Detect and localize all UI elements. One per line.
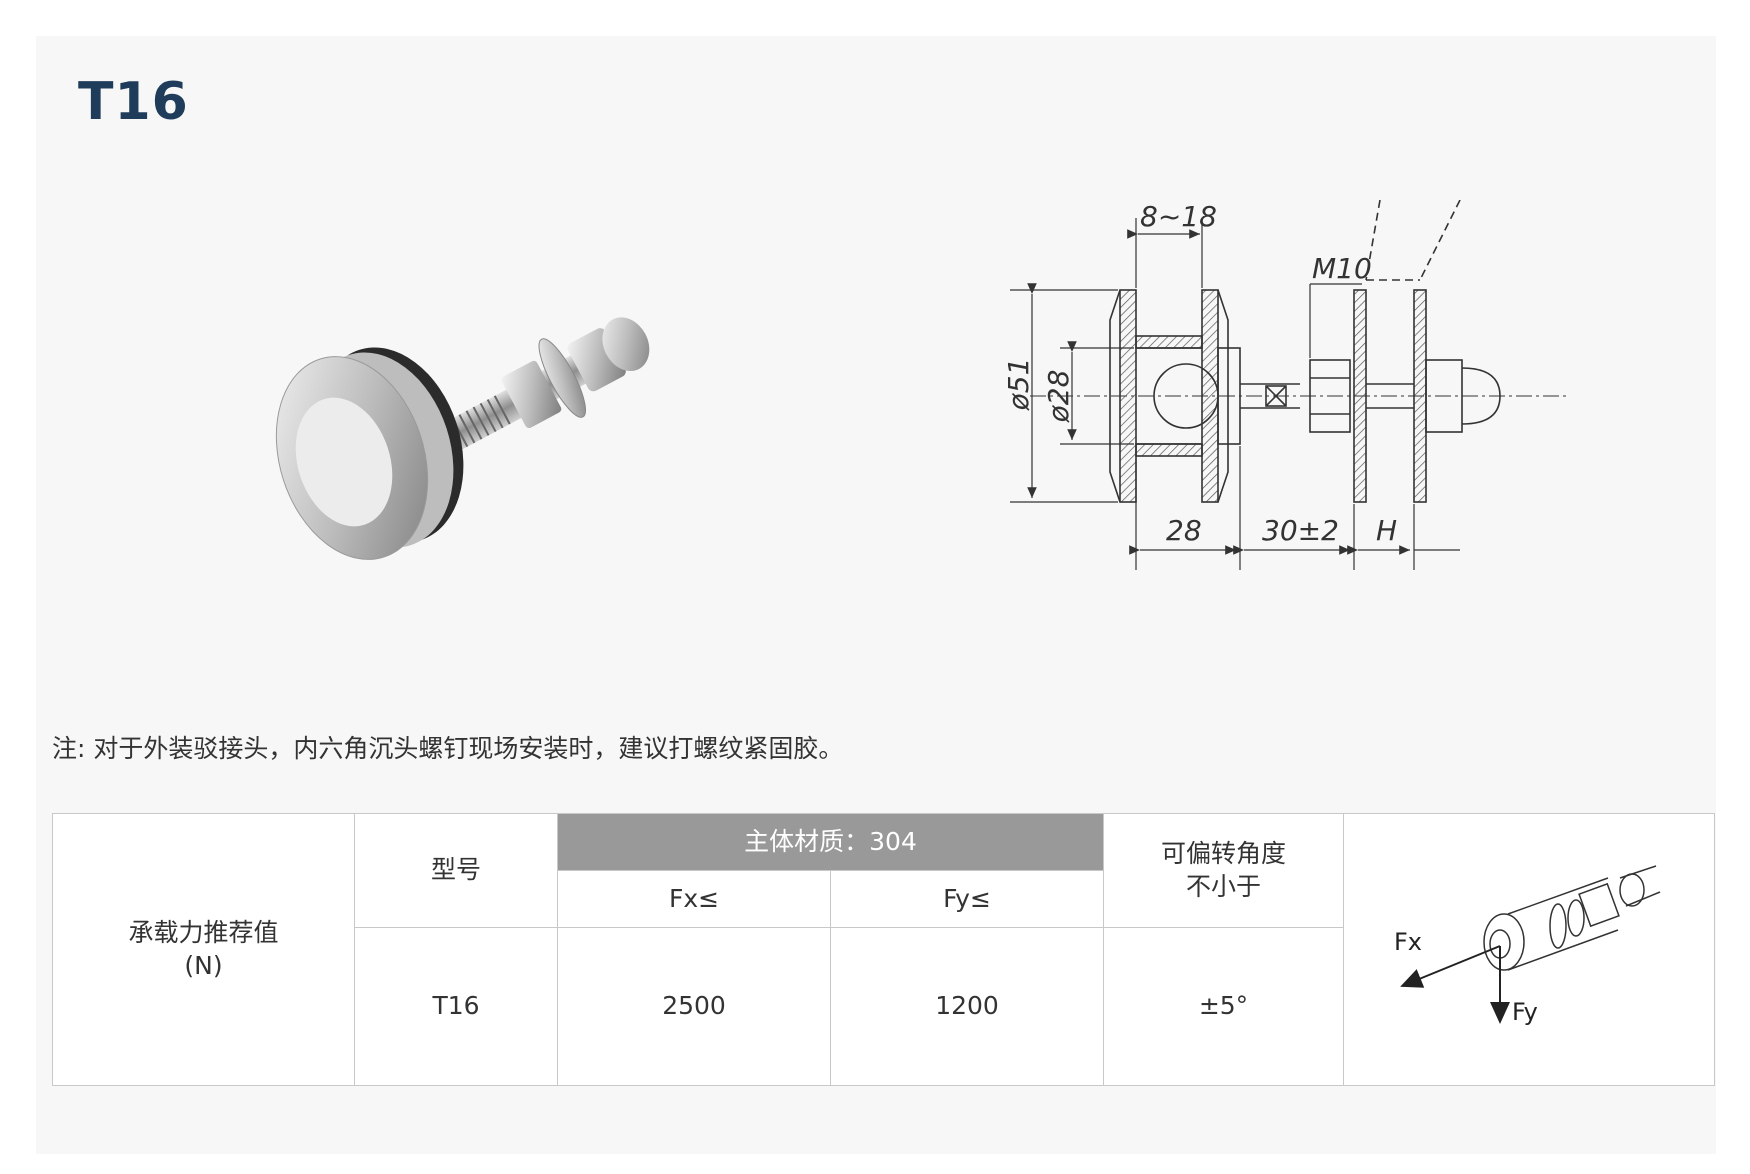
row-label-cell: 承载力推荐值 (N) [52,813,355,1086]
force-diagram-cell: Fx Fy [1343,813,1715,1086]
product-title: T16 [78,72,189,132]
installation-note: 注: 对于外装驳接头，内六角沉头螺钉现场安装时，建议打螺纹紧固胶。 [52,734,844,763]
fx-label: Fx [1394,928,1422,956]
angle-header-line2: 不小于 [1185,871,1261,901]
technical-drawing: 8~18 M10 ø51 ø28 28 30±2 H [1002,200,1570,570]
row-label-line2: (N) [184,950,223,980]
angle-value: ±5° [1103,927,1344,1086]
fy-label: Fy [1512,998,1538,1026]
model-header: 型号 [354,813,558,928]
model-value: T16 [354,927,558,1086]
fx-value: 2500 [557,927,831,1086]
row-label-line1: 承载力推荐值 [128,918,279,947]
dim-outer-diameter-label: ø51 [1002,358,1035,412]
dim-length-2-label: 30±2 [1262,514,1339,547]
material-header: 主体材质：304 [557,813,1104,871]
dim-length-1-label: 28 [1166,514,1202,547]
force-diagram: Fx Fy [1394,865,1661,1026]
fx-header: Fx≤ [557,870,831,928]
angle-header: 可偏转角度 不小于 [1103,813,1344,928]
fy-value: 1200 [830,927,1104,1086]
dim-thickness-label: 8~18 [1140,200,1217,233]
product-photo [275,317,650,560]
dim-thread-label: M10 [1312,252,1372,285]
load-spec-table: 承载力推荐值 (N) 型号 主体材质：304 可偏转角度 不小于 [52,813,1715,1086]
dim-inner-diameter-label: ø28 [1042,370,1075,424]
angle-header-line1: 可偏转角度 [1160,839,1286,868]
dim-length-3-label: H [1376,514,1397,547]
fy-header: Fy≤ [830,870,1104,928]
